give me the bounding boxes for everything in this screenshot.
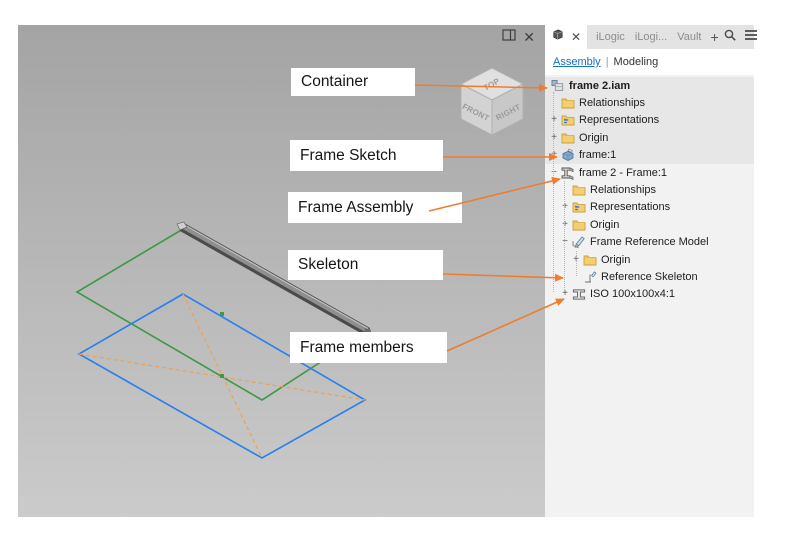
collapse-icon[interactable]: − bbox=[551, 166, 557, 178]
folder-icon bbox=[570, 183, 587, 197]
frame-member-beam[interactable] bbox=[176, 221, 371, 336]
frame-assembly-icon bbox=[559, 166, 576, 180]
tree-item-iso-100x100x4-1[interactable]: + ISO 100x100x4:1 bbox=[545, 286, 754, 303]
tree-item-frame-2-iam[interactable]: frame 2.iam bbox=[545, 77, 754, 95]
tree-item-label[interactable]: frame 2 - Frame:1 bbox=[579, 166, 668, 179]
mode-tabs: Assembly | Modeling bbox=[545, 49, 754, 75]
add-tab-button[interactable]: + bbox=[710, 29, 719, 45]
tree-item-frame-1[interactable]: + frame:1 bbox=[545, 146, 754, 164]
expand-icon[interactable]: + bbox=[551, 131, 557, 143]
tree-item-label[interactable]: Representations bbox=[579, 114, 660, 127]
sketch-part-icon bbox=[559, 148, 576, 162]
tree-item-origin[interactable]: + Origin bbox=[545, 129, 754, 147]
tree-item-relationships[interactable]: Relationships bbox=[545, 181, 754, 198]
callout-frame-sketch: Frame Sketch bbox=[290, 140, 443, 171]
green-center-point[interactable] bbox=[220, 312, 224, 316]
folder-icon bbox=[559, 96, 576, 110]
tab-modeling[interactable]: Modeling bbox=[613, 56, 659, 68]
reference-model-icon bbox=[570, 235, 587, 249]
tree-item-representations[interactable]: + Representations bbox=[545, 111, 754, 130]
assembly-icon bbox=[549, 79, 566, 93]
search-icon[interactable] bbox=[723, 28, 737, 47]
callout-skeleton: Skeleton bbox=[288, 250, 443, 280]
tab-assembly[interactable]: Assembly bbox=[553, 56, 601, 68]
folder-icon bbox=[581, 253, 598, 267]
panel-tab-vault[interactable]: Vault bbox=[677, 31, 702, 43]
tree-item-label[interactable]: Origin bbox=[590, 218, 620, 231]
callout-frame-members: Frame members bbox=[290, 332, 447, 363]
tree-item-label[interactable]: ISO 100x100x4:1 bbox=[590, 288, 676, 301]
panel-close-icon[interactable]: ✕ bbox=[571, 30, 582, 44]
panel-tab-ilogi[interactable]: iLogi... bbox=[634, 31, 668, 43]
sketch-geometry bbox=[75, 221, 371, 459]
tree-item-frame-reference-model[interactable]: − Frame Reference Model bbox=[545, 234, 754, 251]
viewcube[interactable]: TOP FRONT RIGHT bbox=[454, 66, 530, 144]
tree-item-label[interactable]: Relationships bbox=[590, 184, 657, 197]
viewcube-right-face[interactable] bbox=[491, 83, 524, 136]
representations-icon bbox=[570, 200, 587, 214]
tree-item-label[interactable]: frame:1 bbox=[579, 149, 617, 162]
tree-item-label[interactable]: Representations bbox=[590, 201, 671, 214]
expand-icon[interactable]: + bbox=[562, 218, 568, 230]
panel-header: ✕ iLogic iLogi... Vault + bbox=[545, 25, 757, 49]
tree-item-label[interactable]: Origin bbox=[601, 253, 631, 266]
blue-center-point[interactable] bbox=[220, 374, 224, 378]
tree-item-label[interactable]: Frame Reference Model bbox=[590, 236, 709, 249]
tree-connector-line bbox=[576, 251, 577, 276]
tree-item-reference-skeleton[interactable]: Reference Skeleton bbox=[545, 268, 754, 285]
mode-tabs-separator: | bbox=[605, 56, 609, 68]
tree-item-representations[interactable]: + Representations bbox=[545, 199, 754, 216]
expand-icon[interactable]: + bbox=[551, 114, 557, 126]
representations-icon bbox=[559, 113, 576, 127]
tree-item-label[interactable]: Relationships bbox=[579, 97, 646, 110]
browser-tab-active[interactable]: ✕ bbox=[545, 25, 588, 49]
tree-item-label[interactable]: Origin bbox=[579, 131, 609, 144]
tree-item-label[interactable]: frame 2.iam bbox=[569, 79, 631, 92]
ibeam-icon bbox=[570, 287, 587, 301]
menu-icon[interactable] bbox=[744, 28, 758, 46]
tree-item-origin[interactable]: +Origin bbox=[545, 251, 754, 268]
skeleton-sketch-icon bbox=[581, 270, 598, 284]
callout-container: Container bbox=[291, 68, 415, 96]
tree-item-label[interactable]: Reference Skeleton bbox=[601, 270, 698, 283]
model-browser-icon bbox=[551, 28, 564, 46]
tree-connector-line bbox=[564, 181, 565, 292]
expand-icon[interactable]: + bbox=[551, 149, 557, 161]
expand-icon[interactable]: + bbox=[562, 201, 568, 213]
folder-icon bbox=[559, 131, 576, 145]
tree-connector-line bbox=[553, 92, 554, 292]
tree-item-frame-2-frame-1[interactable]: − frame 2 - Frame:1 bbox=[545, 164, 754, 181]
viewport-window-controls: ✕ bbox=[502, 28, 535, 46]
tree-item-relationships[interactable]: Relationships bbox=[545, 94, 754, 112]
collapse-icon[interactable]: − bbox=[562, 236, 568, 248]
tree-item-origin[interactable]: + Origin bbox=[545, 216, 754, 233]
browser-panel: ✕ iLogic iLogi... Vault + Assembly | Modeli… bbox=[545, 25, 757, 517]
viewport-close-icon[interactable]: ✕ bbox=[523, 29, 535, 45]
expand-icon[interactable]: + bbox=[562, 288, 568, 300]
folder-icon bbox=[570, 218, 587, 232]
construction-diagonal-1[interactable] bbox=[78, 353, 366, 401]
panel-tab-ilogic[interactable]: iLogic bbox=[596, 31, 625, 43]
dock-layout-icon[interactable] bbox=[502, 28, 516, 46]
panel-tab-strip: iLogic iLogi... Vault + bbox=[587, 25, 723, 49]
callout-frame-assembly: Frame Assembly bbox=[288, 192, 462, 223]
